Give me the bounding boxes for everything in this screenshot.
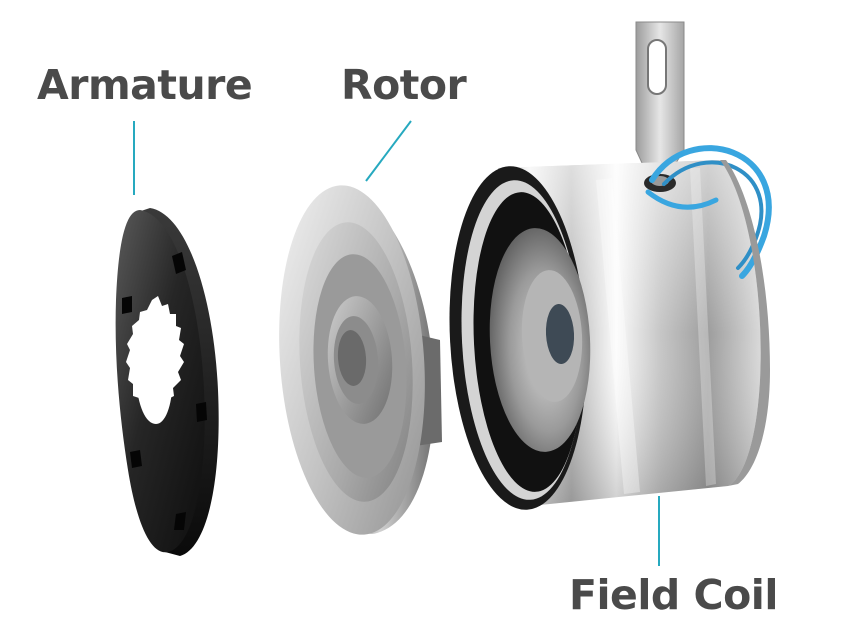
rotor-label: Rotor: [341, 61, 467, 109]
armature-label: Armature: [37, 61, 253, 109]
rotor-leader-line: [365, 120, 412, 182]
field-coil-assembly: [449, 21, 772, 510]
field-coil-label: Field Coil: [569, 571, 778, 619]
armature-disc: [115, 208, 219, 556]
rotor-disc: [279, 185, 442, 535]
